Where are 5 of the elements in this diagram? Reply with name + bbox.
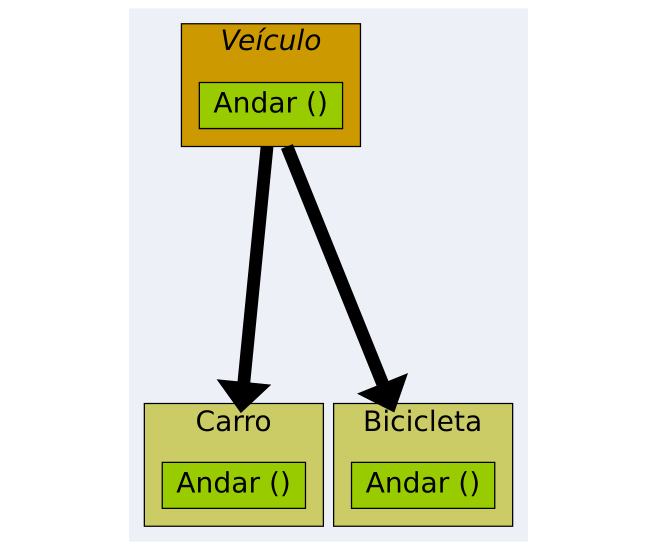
arrow xyxy=(216,146,274,414)
node-box: Andar () xyxy=(350,462,496,510)
arrow xyxy=(281,144,408,413)
node-box: Andar () xyxy=(162,462,306,510)
node-box: Andar () xyxy=(198,82,344,130)
